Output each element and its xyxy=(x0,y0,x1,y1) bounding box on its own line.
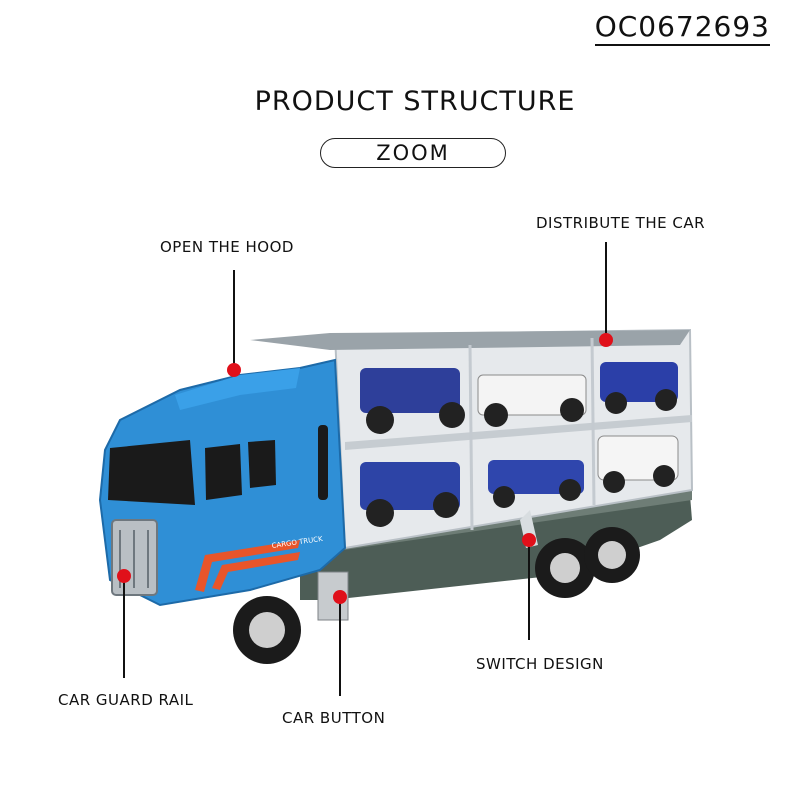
trailer-wheels xyxy=(535,527,640,598)
mini-car-tow-truck xyxy=(360,368,465,434)
mini-car-fire-truck xyxy=(477,374,587,427)
orange-stripe xyxy=(195,540,300,592)
callout-switch-design: SWITCH DESIGN xyxy=(476,655,604,673)
product-code: OC0672693 xyxy=(594,10,770,46)
mini-car-police-van xyxy=(600,362,678,414)
callout-distribute-marker xyxy=(599,242,613,347)
callout-distribute-car: DISTRIBUTE THE CAR xyxy=(536,214,706,232)
mini-car-ambulance xyxy=(597,435,679,493)
callout-button-marker xyxy=(333,590,347,696)
side-window xyxy=(248,440,276,488)
button-housing xyxy=(317,571,349,621)
mini-car-police-pickup xyxy=(488,460,584,508)
callout-car-guard-rail: CAR GUARD RAIL xyxy=(58,691,194,709)
hood xyxy=(175,368,300,410)
callout-car-button: CAR BUTTON xyxy=(282,709,386,727)
exhaust-pipe xyxy=(318,425,328,500)
trailer-chassis xyxy=(300,495,692,600)
shelf-divider xyxy=(345,415,692,450)
callout-hood-marker xyxy=(227,270,241,377)
windshield xyxy=(108,440,195,505)
front-wheel xyxy=(233,596,301,664)
mini-car-swat-jeep xyxy=(360,462,460,527)
zoom-label: ZOOM xyxy=(320,138,506,168)
side-window xyxy=(205,444,242,500)
callout-open-hood: OPEN THE HOOD xyxy=(160,238,294,256)
cargo-box-top xyxy=(250,330,690,350)
callout-switch-marker xyxy=(522,533,536,640)
orange-stripe xyxy=(212,552,300,590)
callout-guard-rail-marker xyxy=(117,569,131,678)
page-title: PRODUCT STRUCTURE xyxy=(254,86,576,117)
